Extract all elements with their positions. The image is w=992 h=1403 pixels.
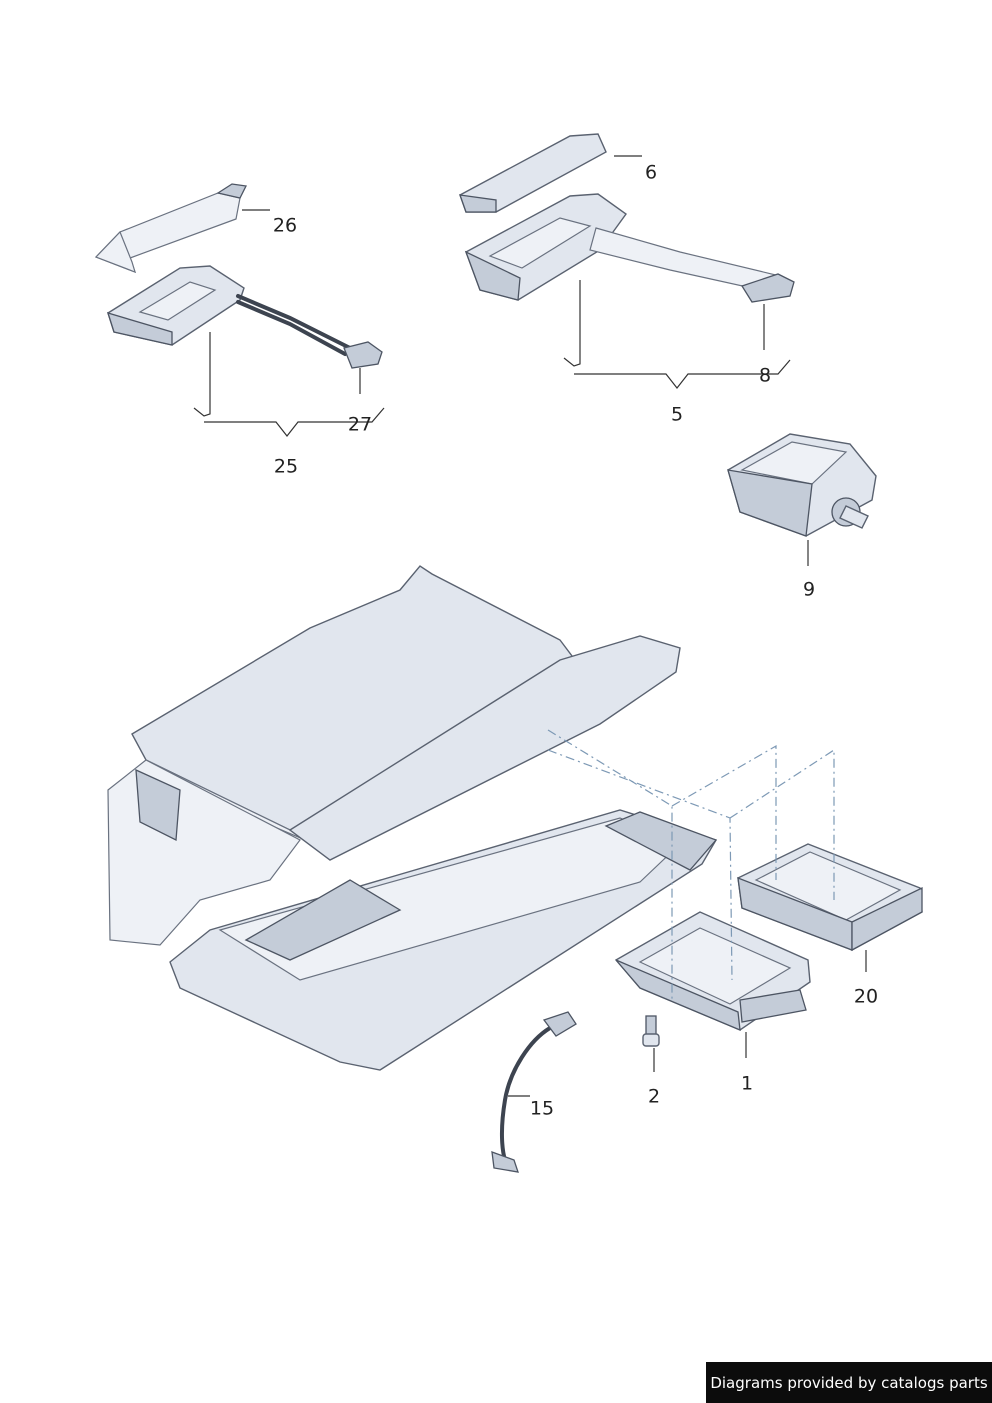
assembly-lines <box>547 729 835 1000</box>
callout-15: 15 <box>529 1097 555 1120</box>
callout-26: 26 <box>272 214 298 237</box>
callout-8: 8 <box>758 364 772 387</box>
callout-6: 6 <box>644 161 658 184</box>
part-6-lid <box>459 133 607 213</box>
glovebox-assembly <box>107 565 718 1071</box>
part-25-control-module <box>107 265 383 369</box>
credit-banner: Diagrams provided by catalogs parts <box>706 1362 992 1403</box>
part-2-screw <box>642 1015 660 1047</box>
leader-lines <box>193 155 867 1097</box>
part-5-base-module <box>464 193 795 303</box>
callout-9: 9 <box>802 578 816 601</box>
part-9-amplifier-box <box>727 433 877 537</box>
callout-5: 5 <box>670 403 684 426</box>
part-26-cover-plate <box>94 183 247 274</box>
callout-27: 27 <box>347 413 373 436</box>
part-20-tray-unit <box>737 843 923 952</box>
callout-20: 20 <box>853 985 879 1008</box>
connector-27 <box>343 341 383 369</box>
part-1-holder <box>614 911 811 1032</box>
callout-25: 25 <box>273 455 299 478</box>
callout-2: 2 <box>647 1085 661 1108</box>
connector-8 <box>741 273 795 303</box>
callout-1: 1 <box>740 1072 754 1095</box>
part-15-cable <box>491 1011 577 1173</box>
